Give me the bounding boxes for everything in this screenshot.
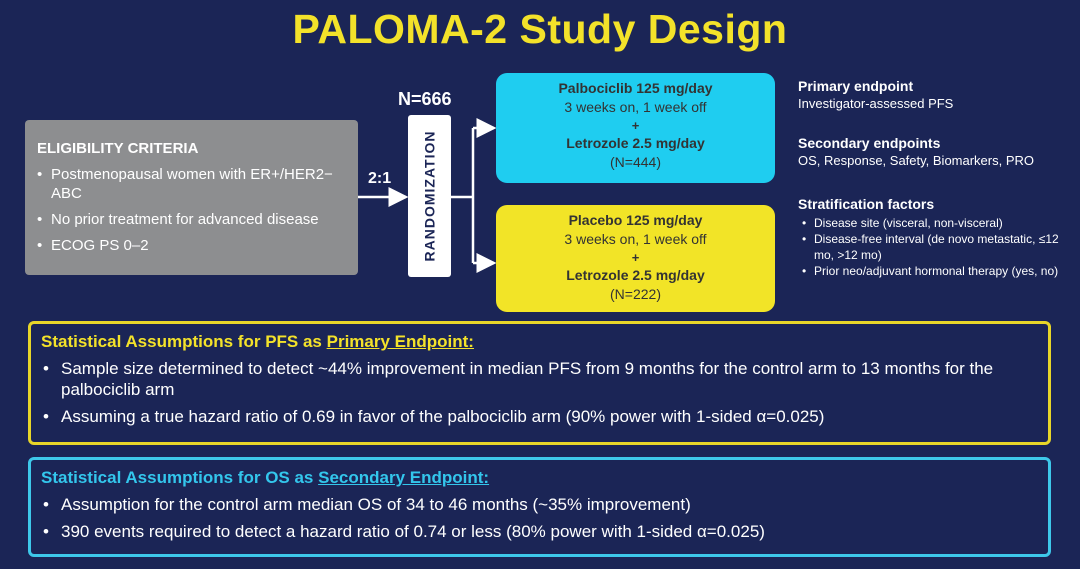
eligibility-criteria-box: ELIGIBILITY CRITERIA Postmenopausal wome…	[25, 120, 358, 275]
placebo-arm-box: Placebo 125 mg/day 3 weeks on, 1 week of…	[496, 205, 775, 312]
pfs-assumptions-box: Statistical Assumptions for PFS as Prima…	[28, 321, 1051, 445]
arm-n: (N=444)	[610, 154, 661, 170]
primary-endpoint-text: Investigator-assessed PFS	[798, 96, 954, 111]
pfs-assumptions-list: Sample size determined to detect ~44% im…	[41, 358, 1038, 427]
randomization-box: RANDOMIZATION	[408, 115, 451, 277]
randomization-ratio: 2:1	[368, 170, 392, 187]
secondary-endpoints-text: OS, Response, Safety, Biomarkers, PRO	[798, 153, 1035, 168]
os-title-emphasis: Secondary Endpoint:	[318, 468, 490, 487]
pfs-assumptions-title: Statistical Assumptions for PFS as Prima…	[41, 332, 1038, 352]
pfs-assumption-item: Sample size determined to detect ~44% im…	[41, 358, 1038, 400]
arm-n: (N=222)	[610, 286, 661, 302]
page-title: PALOMA-2 Study Design	[292, 6, 788, 52]
eligibility-list: Postmenopausal women with ER+/HER2− ABC …	[37, 165, 346, 255]
os-assumptions-title: Statistical Assumptions for OS as Second…	[41, 468, 1038, 488]
arm-schedule: 3 weeks on, 1 week off	[564, 231, 707, 247]
stratification-block: Stratification factors Disease site (vis…	[798, 196, 1066, 279]
primary-endpoint-block: Primary endpoint Investigator-assessed P…	[798, 78, 953, 112]
arm-combo-drug: Letrozole 2.5 mg/day	[566, 267, 705, 283]
sample-size-label: N=666	[398, 89, 452, 109]
arm-plus: +	[631, 118, 640, 133]
pfs-title-prefix: Statistical Assumptions for PFS as	[41, 332, 327, 351]
stratification-item: Prior neo/adjuvant hormonal therapy (yes…	[798, 263, 1066, 279]
stratification-item: Disease-free interval (de novo metastati…	[798, 231, 1066, 263]
eligibility-item: No prior treatment for advanced disease	[37, 210, 346, 229]
eligibility-heading: ELIGIBILITY CRITERIA	[37, 140, 199, 157]
pfs-assumption-item: Assuming a true hazard ratio of 0.69 in …	[41, 406, 1038, 427]
randomization-label: RANDOMIZATION	[421, 130, 438, 262]
stratification-list: Disease site (visceral, non-visceral) Di…	[798, 215, 1066, 279]
os-assumption-item: Assumption for the control arm median OS…	[41, 494, 1038, 515]
primary-endpoint-heading: Primary endpoint	[798, 78, 914, 94]
arm-drug: Palbociclib 125 mg/day	[558, 80, 713, 96]
arm-combo-drug: Letrozole 2.5 mg/day	[566, 135, 705, 151]
eligibility-item: ECOG PS 0–2	[37, 236, 346, 255]
arm-drug: Placebo 125 mg/day	[568, 212, 703, 228]
os-assumptions-box: Statistical Assumptions for OS as Second…	[28, 457, 1051, 557]
secondary-endpoints-block: Secondary endpoints OS, Response, Safety…	[798, 135, 1034, 169]
arm-schedule: 3 weeks on, 1 week off	[564, 99, 707, 115]
stratification-item: Disease site (visceral, non-visceral)	[798, 215, 1066, 231]
stratification-heading: Stratification factors	[798, 196, 935, 212]
secondary-endpoints-heading: Secondary endpoints	[798, 135, 941, 151]
arm-plus: +	[631, 250, 640, 265]
eligibility-item: Postmenopausal women with ER+/HER2− ABC	[37, 165, 346, 203]
os-title-prefix: Statistical Assumptions for OS as	[41, 468, 319, 487]
pfs-title-emphasis: Primary Endpoint:	[326, 332, 474, 351]
os-assumption-item: 390 events required to detect a hazard r…	[41, 521, 1038, 542]
palbociclib-arm-box: Palbociclib 125 mg/day 3 weeks on, 1 wee…	[496, 73, 775, 183]
os-assumptions-list: Assumption for the control arm median OS…	[41, 494, 1038, 542]
